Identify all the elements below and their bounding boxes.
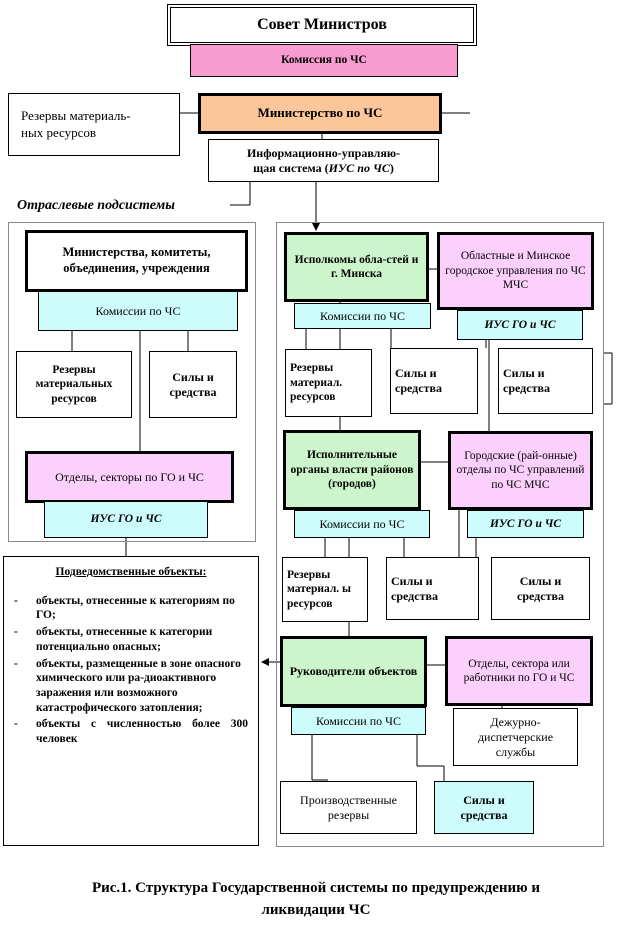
district-forces-a-label: Силы и средства [391,573,438,603]
object-departments-label: Отделы, сектора или работники по ГО и ЧС [463,657,575,684]
object-commission: Комиссии по ЧС [291,707,426,735]
ministry-chs-label: Министерство по ЧС [257,105,383,121]
figure-caption: Рис.1. Структура Государственной системы… [0,878,632,922]
object-forces-label: Силы и средства [460,792,508,822]
chs-commission-label: Комиссия по ЧС [281,54,367,67]
production-reserves: Производственные резервы [280,781,417,834]
regional-mchs-label: Областные и Минское городское управления… [445,250,586,292]
duty-dispatch-label: Дежурно-диспетчерские службы [477,714,554,759]
material-reserves-top: Резервы материаль- ных ресурсов [8,93,180,156]
branch-forces-label: Силы и средства [169,369,217,399]
caption-line-1: Рис.1. Структура Государственной системы… [91,880,541,896]
branch-departments-label: Отделы, секторы по ГО и ЧС [55,469,204,484]
ministries-committees-label: Министерства, комитеты, объединения, учр… [62,245,211,275]
district-reserves-label: Резервы материал. ы ресурсов [287,568,352,610]
branch-departments: Отделы, секторы по ГО и ЧС [25,451,234,503]
branch-ius-label: ИУС ГО и ЧС [90,513,162,526]
branch-reserves-label: Резервы материальных ресурсов [35,363,113,405]
subordinate-objects: Подведомственные объекты: -объекты, отне… [3,556,259,846]
branch-forces: Силы и средства [149,351,237,418]
object-departments: Отделы, сектора или работники по ГО и ЧС [445,636,593,706]
district-reserves: Резервы материал. ы ресурсов [282,557,368,622]
caption-line-2: ликвидации ЧС [261,901,371,918]
production-reserves-label: Производственные резервы [300,792,397,822]
district-forces-b: Силы и средства [491,557,590,620]
ministries-committees: Министерства, комитеты, объединения, учр… [25,230,248,292]
list-item: -объекты, отнесенные к категории потенци… [14,626,213,653]
object-forces: Силы и средства [434,781,534,834]
branch-frame [8,222,256,542]
regional-commission: Комиссии по ЧС [294,303,431,329]
regional-reserves-label: Резервы материал. ресурсов [290,362,343,404]
object-heads: Руководители объектов [280,636,427,707]
regional-mchs-departments: Областные и Минское городское управления… [437,232,594,310]
info-system: Информационно-управляю- щая система (ИУС… [208,139,439,182]
regional-commission-label: Комиссии по ЧС [320,308,405,323]
regional-forces-b-label: Силы и средства [503,366,550,395]
city-district-departments: Городские (рай-онные) отделы по ЧС управ… [448,431,593,510]
regional-ius-label: ИУС ГО и ЧС [484,318,556,331]
regional-reserves: Резервы материал. ресурсов [285,349,372,417]
district-ius-label: ИУС ГО и ЧС [489,517,561,530]
list-item: -объекты с численностью более 300 челове… [14,718,248,746]
regional-executive-committees: Исполкомы обла-стей и г. Минска [284,232,429,302]
list-item: -объекты, размещенные в зоне опасного хи… [14,657,241,714]
info-system-label: Информационно-управляю- щая система (ИУС… [246,145,401,175]
branch-ius: ИУС ГО и ЧС [44,501,208,538]
branch-subsystems-heading: Отраслевые подсистемы [17,198,175,213]
regional-frame [276,222,604,847]
council-label: Совет Министров [257,16,387,33]
city-district-label: Городские (рай-онные) отделы по ЧС управ… [456,449,585,491]
regional-forces-a: Силы и средства [390,348,478,414]
council-of-ministers: Совет Министров [167,4,477,46]
district-commission-label: Комиссии по ЧС [319,516,405,531]
branch-commission-label: Комиссии по ЧС [95,303,181,318]
subordinate-title: Подведомственные объекты: [55,566,207,578]
ministry-chs: Министерство по ЧС [198,93,442,134]
list-item: -объекты, отнесенные к категориям по ГО; [14,594,235,622]
regional-ius: ИУС ГО и ЧС [457,310,583,340]
district-executive-label: Исполнительные органы власти районов (го… [290,449,414,491]
district-forces-a: Силы и средства [386,557,479,620]
material-reserves-top-label: Резервы материаль- ных ресурсов [21,108,131,140]
branch-commission: Комиссии по ЧС [38,291,238,331]
district-forces-b-label: Силы и средства [517,573,564,603]
regional-forces-b: Силы и средства [498,348,593,414]
regional-forces-a-label: Силы и средства [395,366,442,395]
district-executive-bodies: Исполнительные органы власти районов (го… [283,430,421,510]
branch-reserves: Резервы материальных ресурсов [16,351,132,418]
object-heads-label: Руководители объектов [289,664,418,678]
chs-commission: Комиссия по ЧС [190,44,458,77]
regional-executive-label: Исполкомы обла-стей и г. Минска [294,253,419,280]
district-commission: Комиссии по ЧС [294,510,430,538]
object-commission-label: Комиссии по ЧС [316,713,401,728]
duty-dispatch-services: Дежурно-диспетчерские службы [453,708,578,766]
district-ius: ИУС ГО и ЧС [467,510,584,538]
